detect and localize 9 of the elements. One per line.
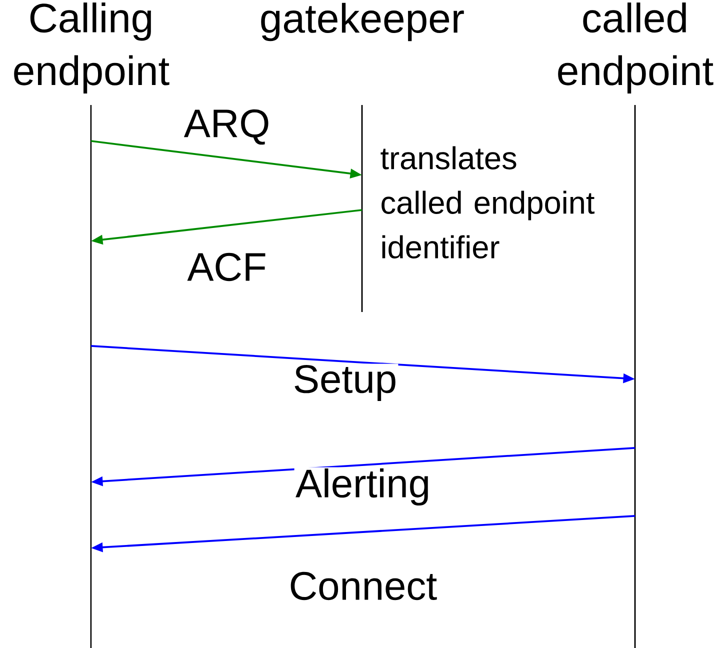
edge-label: Alerting (294, 467, 432, 507)
edge-label: Connect (288, 570, 438, 602)
edge-label: ACF (186, 252, 268, 282)
participant-label: Calling endpoint (14, 2, 170, 94)
participant-label: called endpoint (558, 2, 714, 94)
participant-label: gatekeeper (261, 2, 464, 42)
note: translates called endpoint identifier (380, 146, 594, 258)
edge-label: ARQ (182, 108, 272, 146)
edge-label: Setup (292, 364, 398, 402)
